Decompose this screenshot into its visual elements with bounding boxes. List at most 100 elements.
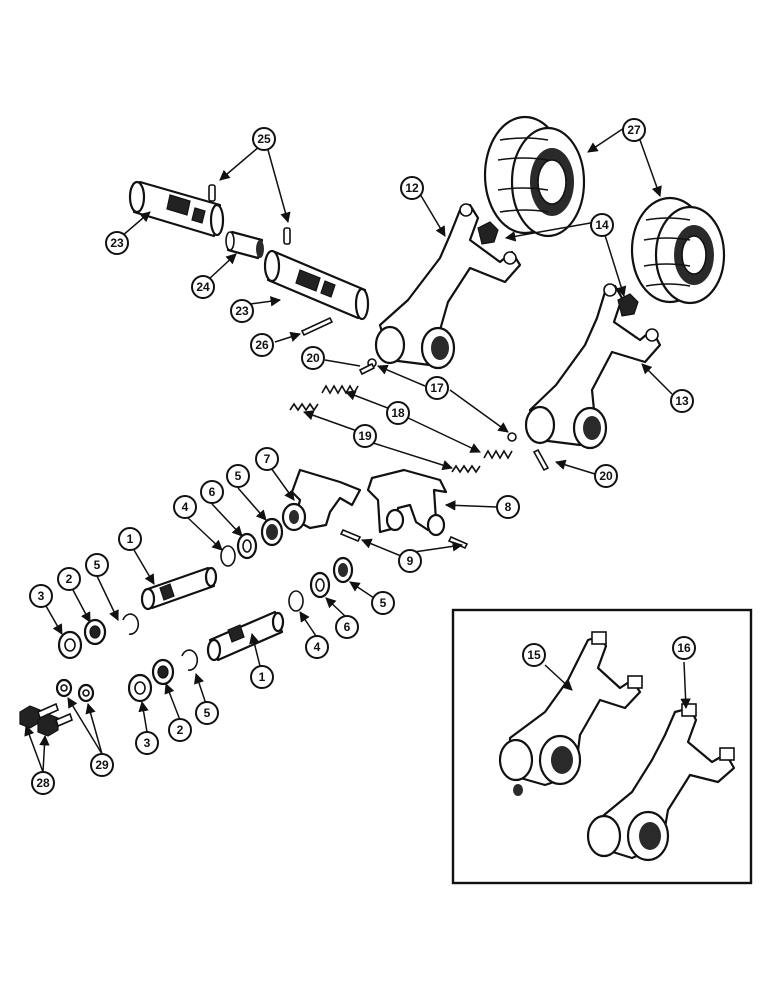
spring-19 (289, 402, 481, 474)
callout-3-lower: 3 (135, 731, 159, 755)
shift-rod-upper-right (263, 249, 370, 321)
washers-29 (55, 678, 95, 703)
callout-3-upper-label: 3 (38, 589, 45, 603)
snap-ring-5-lower-left (181, 649, 199, 671)
leader-lines (24, 127, 691, 773)
callout-2-upper: 2 (57, 567, 81, 591)
callout-5-upper-left-label: 5 (94, 558, 101, 572)
callout-13-label: 13 (675, 394, 689, 408)
pins-9 (339, 528, 469, 550)
bolts-28 (19, 702, 73, 737)
callout-20-lower: 20 (594, 464, 618, 488)
snap-ring-5-upper-left (122, 613, 140, 635)
callout-23-lower-label: 23 (235, 304, 249, 318)
callout-28-label: 28 (36, 776, 50, 790)
fork-pads-14 (477, 221, 639, 317)
callout-26: 26 (250, 333, 274, 357)
callout-6-upper-label: 6 (209, 485, 216, 499)
callout-23-lower: 23 (230, 299, 254, 323)
callout-5-upper-right-label: 5 (235, 469, 242, 483)
callout-25: 25 (252, 127, 276, 151)
callout-26-label: 26 (255, 338, 269, 352)
washer-3-upper (57, 630, 83, 660)
callout-15: 15 (522, 643, 546, 667)
shift-rod-upper-left (128, 180, 225, 238)
washer-3-lower (127, 673, 153, 703)
callout-7-label: 7 (264, 452, 271, 466)
callout-23-upper-label: 23 (110, 236, 124, 250)
callout-5-lower-right-label: 5 (380, 596, 387, 610)
callout-4-lower: 4 (305, 635, 329, 659)
shift-fork-15 (498, 631, 643, 796)
callout-3-upper: 3 (29, 584, 53, 608)
callout-15-label: 15 (527, 648, 541, 662)
interlock-bracket-8 (366, 468, 448, 537)
callout-6-lower: 6 (335, 615, 359, 639)
callout-16: 16 (672, 636, 696, 660)
callout-19-label: 19 (358, 429, 372, 443)
pins-20 (358, 362, 550, 472)
callout-20-upper-label: 20 (306, 351, 320, 365)
detent-balls-17 (367, 358, 517, 442)
callout-1-lower-label: 1 (259, 670, 266, 684)
callout-2-lower-label: 2 (177, 723, 184, 737)
callout-5-upper-right: 5 (226, 464, 250, 488)
callout-4-lower-label: 4 (314, 640, 321, 654)
callout-2-upper-label: 2 (66, 572, 73, 586)
callout-4-upper-label: 4 (182, 500, 189, 514)
callout-24-label: 24 (196, 280, 210, 294)
callout-5-lower-left: 5 (195, 701, 219, 725)
callout-17-label: 17 (430, 381, 444, 395)
callout-9: 9 (398, 549, 422, 573)
roll-pin-26 (300, 316, 334, 337)
callout-9-label: 9 (407, 554, 414, 568)
callout-17: 17 (425, 376, 449, 400)
callout-19: 19 (353, 424, 377, 448)
spring-18 (321, 384, 513, 460)
callout-8-label: 8 (505, 500, 512, 514)
callout-16-label: 16 (677, 641, 691, 655)
callout-6-lower-label: 6 (344, 620, 351, 634)
callout-1-upper: 1 (118, 527, 142, 551)
retainer-2-lower (151, 658, 175, 686)
callout-8: 8 (496, 495, 520, 519)
callout-4-upper: 4 (173, 495, 197, 519)
callout-6-upper: 6 (200, 480, 224, 504)
callout-14: 14 (590, 213, 614, 237)
washer-6-lower (309, 571, 331, 599)
callout-7: 7 (255, 447, 279, 471)
callout-5-lower-right: 5 (371, 591, 395, 615)
callout-29-label: 29 (95, 758, 109, 772)
shift-fork-12 (374, 203, 522, 370)
callout-27-label: 27 (627, 123, 641, 137)
shift-fork-13 (524, 283, 662, 450)
callout-25-label: 25 (257, 132, 271, 146)
callout-12-label: 12 (405, 181, 419, 195)
callout-3-lower-label: 3 (144, 736, 151, 750)
snap-ring-4-lower (288, 590, 304, 612)
inset-frame (451, 608, 753, 885)
synchronizer-sleeve-upper (483, 115, 586, 238)
callout-14-label: 14 (595, 218, 609, 232)
callout-2-lower: 2 (168, 718, 192, 742)
callout-5-lower-left-label: 5 (204, 706, 211, 720)
bushing-5-upper-right (260, 517, 284, 547)
callout-24: 24 (191, 275, 215, 299)
washer-6-upper (236, 532, 258, 560)
callout-28: 28 (31, 771, 55, 795)
shift-shaft-upper (140, 566, 218, 611)
bushing-5-lower-right (332, 556, 354, 584)
callout-5-upper-left: 5 (85, 553, 109, 577)
callout-20-lower-label: 20 (599, 469, 613, 483)
shift-fork-16 (586, 703, 736, 862)
roll-pins-25 (208, 184, 291, 245)
snap-ring-4-upper (220, 545, 236, 567)
callout-23-upper: 23 (105, 231, 129, 255)
callout-27: 27 (622, 118, 646, 142)
synchronizer-sleeve-lower (630, 196, 726, 305)
shift-shaft-lower (206, 610, 285, 662)
callout-12: 12 (400, 176, 424, 200)
callout-18-label: 18 (391, 406, 405, 420)
callout-1-upper-label: 1 (127, 532, 134, 546)
